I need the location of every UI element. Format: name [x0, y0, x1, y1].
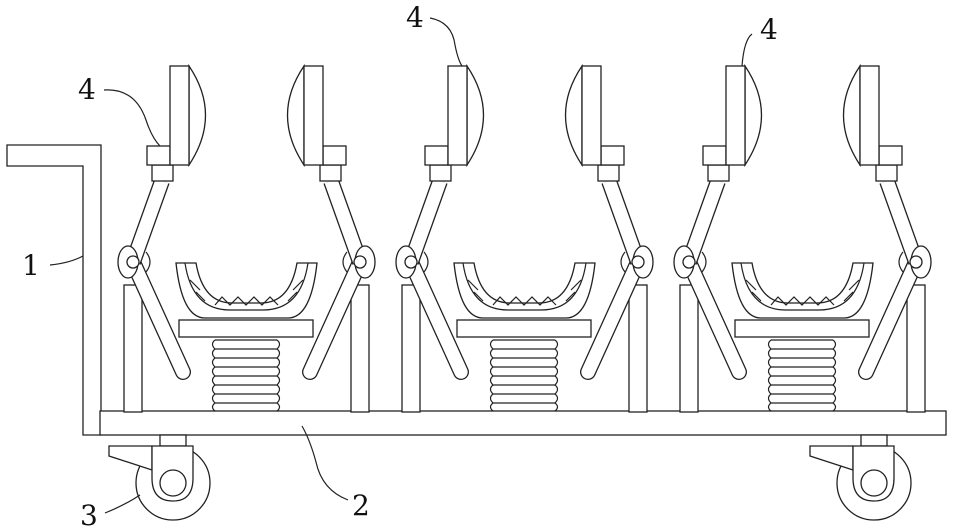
label-4-middle: 4	[406, 4, 424, 32]
clamp-unit-1	[118, 66, 375, 412]
base-plate	[100, 411, 946, 435]
label-4-right: 4	[760, 16, 778, 44]
clamp-unit-2	[396, 66, 653, 412]
clamp-unit-3	[674, 66, 931, 412]
label-3-wheel: 3	[80, 502, 98, 530]
label-1-handle: 1	[22, 252, 40, 280]
handle	[7, 145, 101, 435]
label-4-left: 4	[78, 76, 96, 104]
label-2-base: 2	[352, 492, 370, 520]
caster-wheel-left	[109, 435, 210, 520]
caster-wheel-right	[810, 435, 911, 520]
